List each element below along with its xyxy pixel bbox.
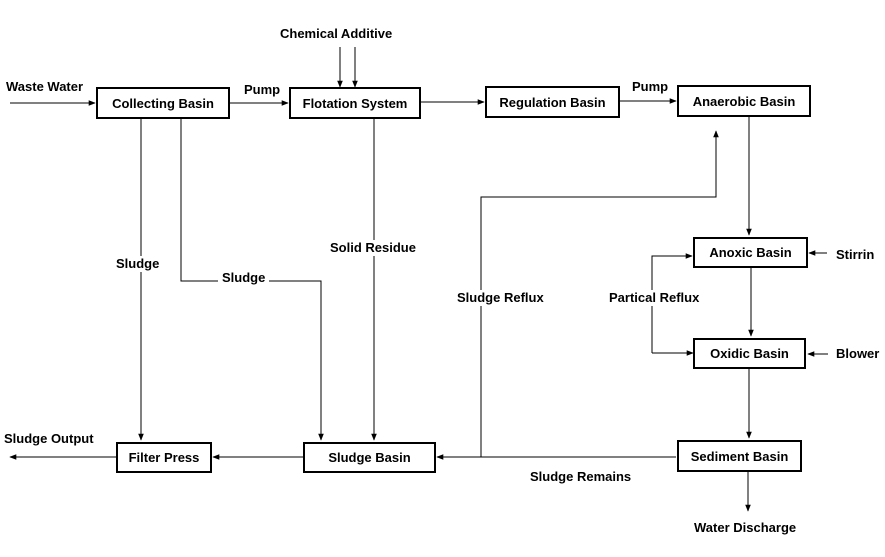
regulation-basin-node: Regulation Basin	[485, 86, 620, 118]
oxidic-basin-node: Oxidic Basin	[693, 338, 806, 369]
water-discharge-label: Water Discharge	[694, 520, 797, 536]
solid-residue-label: Solid Residue	[328, 240, 418, 256]
sludge-remains-label: Sludge Remains	[530, 469, 632, 484]
sludge-reflux-label: Sludge Reflux	[455, 290, 546, 306]
pump-label-1: Pump	[244, 82, 281, 97]
waste-water-label: Waste Water	[6, 79, 84, 94]
sediment-basin-node: Sediment Basin	[677, 440, 802, 472]
filter-press-node: Filter Press	[116, 442, 212, 473]
partial-reflux-loop	[651, 253, 693, 353]
stirrin-label: Stirrin	[836, 247, 875, 263]
chemical-additive-label: Chemical Additive	[280, 26, 393, 42]
flotation-system-node: Flotation System	[289, 87, 421, 119]
collecting-basin-node: Collecting Basin	[96, 87, 230, 119]
anaerobic-basin-node: Anaerobic Basin	[677, 85, 811, 117]
partial-reflux-label: Partical Reflux	[607, 290, 702, 306]
pump-label-2: Pump	[632, 79, 669, 94]
sludge-output-label: Sludge Output	[4, 431, 94, 446]
sludge-basin-node: Sludge Basin	[303, 442, 436, 473]
anoxic-basin-node: Anoxic Basin	[693, 237, 808, 268]
sludge-reflux-line	[480, 130, 719, 457]
blower-label: Blower	[836, 346, 880, 362]
sludge-label-1: Sludge	[113, 256, 163, 272]
sludge-label-2: Sludge	[218, 270, 270, 286]
